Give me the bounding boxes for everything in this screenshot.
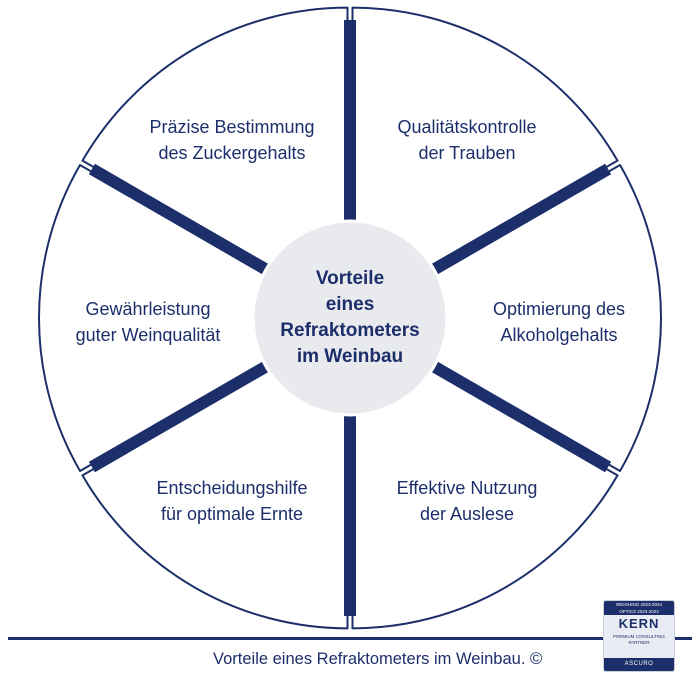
badge-top-band: WEIGHING 2023-2024 OPTICS 2023-2024: [604, 601, 674, 615]
caption: Vorteile eines Refraktometers im Weinbau…: [213, 650, 543, 668]
bottom-divider-line: [8, 637, 692, 640]
benefits-wheel: [38, 6, 662, 630]
center-title: Vorteile eines Refraktometers im Weinbau: [280, 268, 420, 367]
wheel-segment-effective-selection: [81, 321, 349, 630]
wheel-divider-bar: [88, 163, 273, 277]
kern-partner-badge: WEIGHING 2023-2024 OPTICS 2023-2024 KERN…: [603, 600, 675, 672]
wheel-segment-precise-sugar: [351, 6, 619, 315]
dividers-layer: [88, 20, 612, 616]
wheel-segment-quality-control: [354, 164, 662, 472]
wheel-segment-wine-quality: [81, 6, 349, 315]
center-circle: [251, 219, 449, 417]
wheel-segment-harvest-decision: [38, 164, 346, 472]
badge-subtitle: PREMIUM CONSULTING PARTNER: [613, 634, 665, 645]
wheel-segment-alcohol-optimization: [351, 321, 619, 630]
kern-logo: KERN: [618, 616, 660, 631]
badge-bottom-band: ASCURO: [604, 658, 674, 671]
wheel-divider-bar: [88, 359, 273, 473]
segments-layer: [38, 6, 662, 630]
wheel-divider-bar: [427, 359, 612, 473]
wheel-divider-bar: [427, 163, 612, 277]
